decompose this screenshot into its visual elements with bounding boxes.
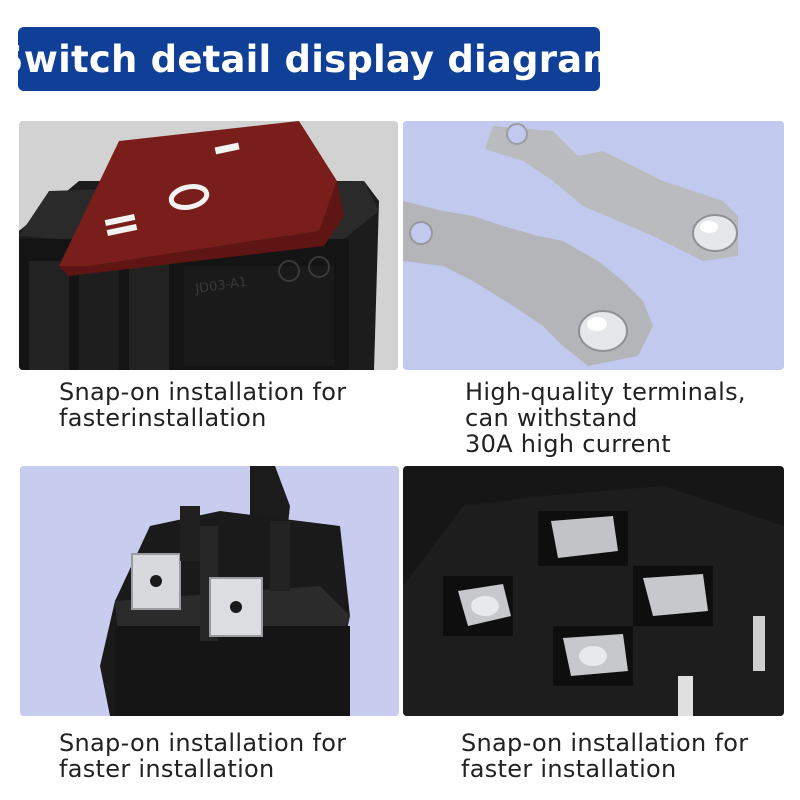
caption-terminals: High-quality terminals, can withstand 30… — [465, 379, 746, 457]
switch-back-terminals-image — [20, 466, 399, 716]
caption-line: High-quality terminals, — [465, 378, 746, 406]
caption-line: can withstand — [465, 404, 638, 432]
caption-line: fasterinstallation — [59, 404, 267, 432]
switch-base-interior-image — [403, 466, 784, 716]
caption-rocker-switch: Snap-on installation for fasterinstallat… — [59, 379, 346, 431]
caption-line: 30A high current — [465, 430, 671, 458]
terminals-image — [403, 121, 784, 370]
rocker-switch-front-image: JD03-A1 — [19, 121, 398, 370]
caption-line: Snap-on installation for — [461, 729, 749, 757]
caption-switch-back: Snap-on installation for faster installa… — [59, 730, 346, 782]
caption-line: Snap-on installation for — [59, 378, 347, 406]
title-banner: Switch detail display diagram — [0, 27, 621, 91]
caption-switch-base: Snap-on installation for faster installa… — [461, 730, 748, 782]
page-title: Switch detail display diagram — [0, 37, 622, 81]
caption-line: faster installation — [461, 755, 677, 783]
caption-line: Snap-on installation for — [59, 729, 347, 757]
caption-line: faster installation — [59, 755, 275, 783]
housing-model-text: JD03-A1 — [193, 275, 248, 297]
